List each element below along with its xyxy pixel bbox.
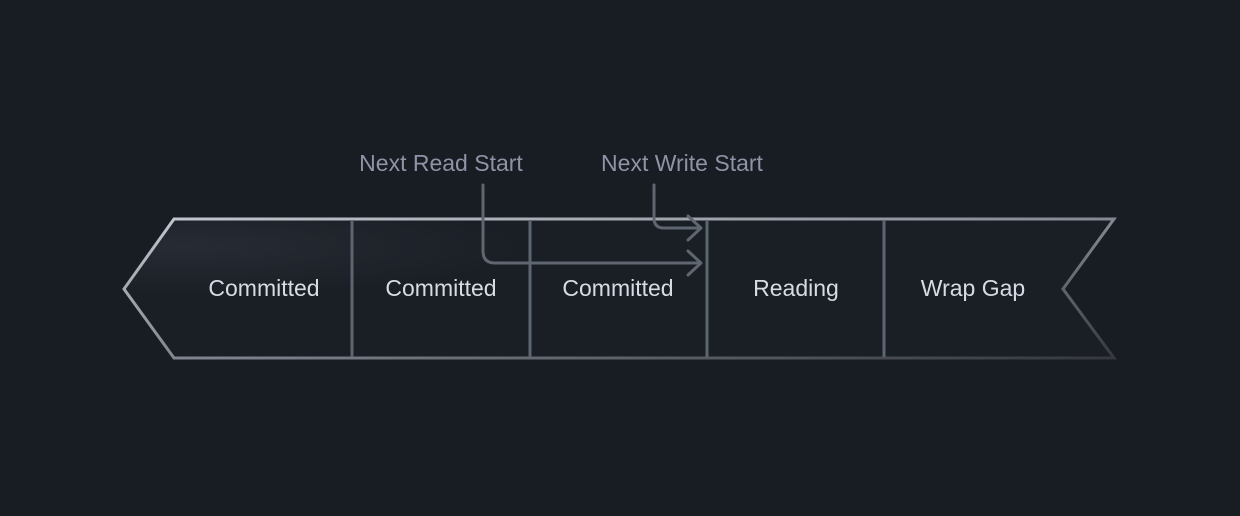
- next-read-start-label: Next Read Start: [359, 150, 523, 176]
- segment-label: Committed: [385, 275, 496, 301]
- segment-label: Committed: [208, 275, 319, 301]
- write-pointer-arrow-icon: [652, 183, 703, 242]
- read-pointer-arrow-icon: [481, 183, 703, 277]
- segment-label-wrap-gap: Wrap Gap: [921, 275, 1025, 301]
- buffer-outline: [122, 217, 1117, 360]
- segment-label: Committed: [562, 275, 673, 301]
- next-write-start-label: Next Write Start: [601, 150, 763, 176]
- segment-label-reading: Reading: [753, 275, 839, 301]
- segment-dividers: [350, 220, 886, 357]
